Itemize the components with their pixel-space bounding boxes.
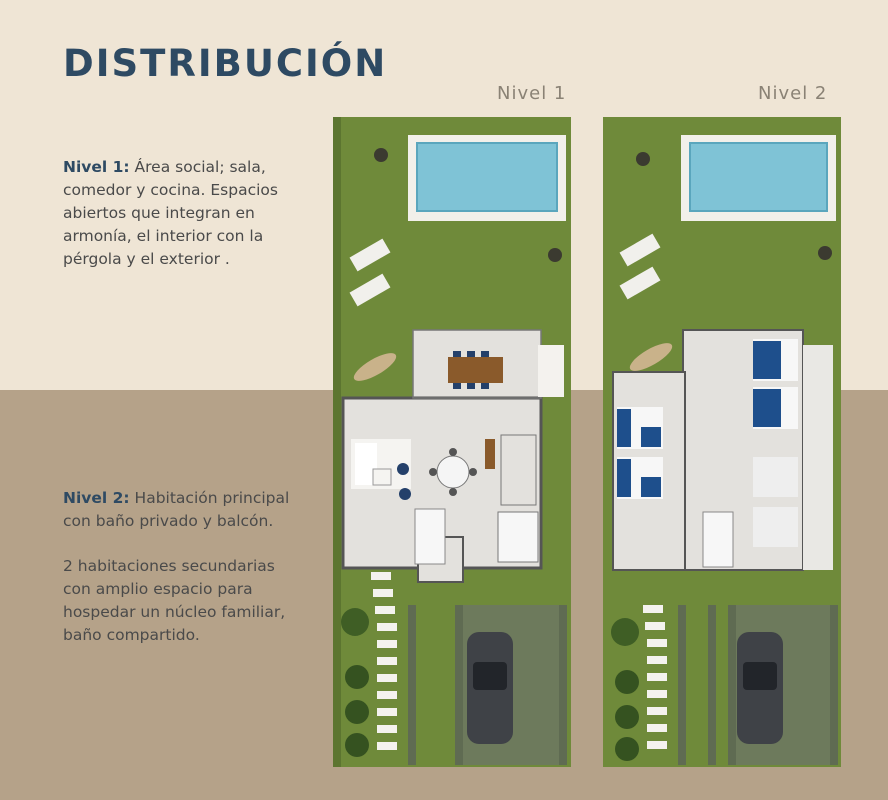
level-1-heading: Nivel 1:	[63, 158, 130, 176]
level-2-paragraph: Nivel 2: Habitación principal con baño p…	[63, 487, 293, 533]
hedges	[341, 608, 369, 757]
level-2-label: Nivel 2	[758, 83, 828, 104]
floor-plan-level-1	[333, 117, 571, 767]
boat-decor	[353, 353, 397, 381]
car-icon	[467, 632, 513, 744]
hedges	[611, 618, 639, 761]
level-1-paragraph: Nivel 1: Área social; sala, comedor y co…	[63, 156, 293, 271]
planter-icon	[818, 246, 832, 260]
level-1-text: Área social; sala, comedor y cocina. Esp…	[63, 158, 278, 268]
kitchen	[485, 434, 539, 563]
level-2-text: Habitación principal con baño privado y …	[63, 489, 290, 530]
floor-plan-level-2	[603, 117, 841, 767]
dining-table	[448, 351, 503, 389]
planter-icon	[636, 152, 650, 166]
car-icon	[737, 632, 783, 744]
lounge-chairs	[349, 238, 391, 307]
outdoor-bench	[538, 345, 564, 397]
garden-path	[371, 572, 397, 750]
round-table	[429, 448, 477, 496]
staircase	[702, 511, 734, 568]
page-title: DISTRIBUCIÓN	[63, 42, 388, 85]
level-1-label: Nivel 1	[497, 83, 567, 104]
level-1-description: Nivel 1: Área social; sala, comedor y co…	[63, 156, 293, 293]
planter-icon	[548, 248, 562, 262]
bedroom-right	[753, 339, 798, 547]
staircase	[414, 508, 446, 565]
planter-icon	[374, 148, 388, 162]
boat-decor	[629, 343, 673, 371]
garden-path	[643, 605, 667, 749]
level-2-description: Nivel 2: Habitación principal con baño p…	[63, 487, 293, 669]
pool	[681, 135, 836, 221]
living-room	[351, 439, 411, 500]
level-2-heading: Nivel 2:	[63, 489, 130, 507]
pool	[408, 135, 566, 221]
master-bedroom	[617, 407, 663, 499]
level-2-secondary-paragraph: 2 habitaciones secundarias con amplio es…	[63, 557, 286, 644]
lounge-chairs	[619, 233, 661, 300]
